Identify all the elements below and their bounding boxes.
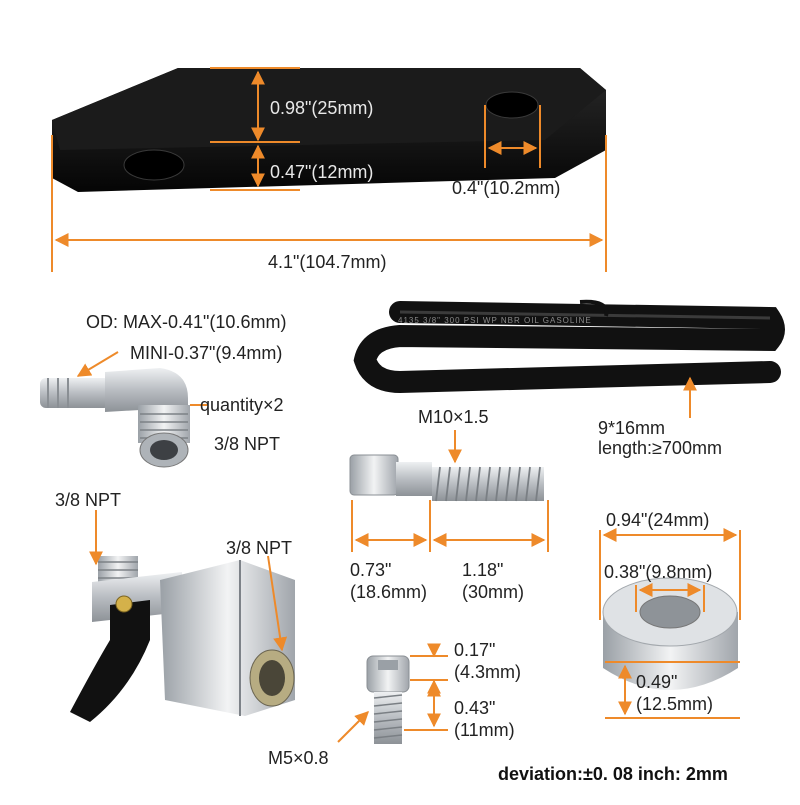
bracket-hole-left — [123, 149, 185, 181]
spacer-height-label-1: 0.49" — [636, 672, 678, 692]
screw-head-label-1: 0.17" — [454, 640, 496, 660]
elbow-fitting — [40, 368, 190, 468]
screw-head-label-2: (4.3mm) — [454, 662, 521, 682]
bolt-dimensions — [351, 430, 549, 552]
bracket-dimensions — [51, 67, 607, 272]
fitting-thread-label: 3/8 NPT — [214, 434, 281, 454]
screw-shank-label-1: 0.43" — [454, 698, 496, 718]
fitting-dimensions — [76, 351, 208, 406]
bracket-hole-diameter-label: 0.4"(10.2mm) — [452, 178, 561, 198]
bolt-thread-label: M10×1.5 — [418, 407, 489, 427]
screw-thread-label: M5×0.8 — [268, 748, 329, 768]
screw-dimensions — [337, 643, 448, 743]
hose-length-label: length:≥700mm — [598, 438, 722, 458]
spacer-height-label-2: (12.5mm) — [636, 694, 714, 714]
bolt-shank-label-2: (30mm) — [462, 582, 524, 602]
hose-size-label: 9*16mm — [598, 418, 666, 438]
fitting-od-min-label: MINI-0.37"(9.4mm) — [130, 343, 283, 363]
spacer-id-label: 0.38"(9.8mm) — [604, 562, 713, 582]
bracket-length-label: 4.1"(104.7mm) — [268, 252, 387, 272]
bolt — [349, 454, 544, 502]
rubber-hose — [353, 299, 785, 394]
ball-valve — [70, 556, 295, 722]
bolt-head-label-1: 0.73" — [350, 560, 392, 580]
valve-thread-side-label: 3/8 NPT — [226, 538, 293, 558]
spacer-dimensions — [599, 528, 741, 719]
spacer-od-label: 0.94"(24mm) — [606, 510, 710, 530]
valve-dimensions — [89, 510, 288, 652]
bolt-head-label-2: (18.6mm) — [350, 582, 428, 602]
screw-shank-label-2: (11mm) — [454, 720, 515, 740]
bracket-hole-offset-label: 0.47"(12mm) — [270, 162, 374, 182]
fitting-od-max-label: OD: MAX-0.41"(10.6mm) — [86, 312, 287, 332]
hose-print-text: 4135 3/8" 300 PSI WP NBR OIL GASOLINE — [398, 316, 592, 325]
fitting-quantity-label: quantity×2 — [200, 395, 284, 415]
bracket-height-label: 0.98"(25mm) — [270, 98, 374, 118]
deviation-note: deviation:±0. 08 inch: 2mm — [498, 764, 728, 784]
bracket — [52, 68, 606, 192]
bolt-shank-label-1: 1.18" — [462, 560, 504, 580]
socket-screw — [366, 655, 410, 744]
bracket-hole-right — [485, 91, 539, 119]
valve-thread-top-label: 3/8 NPT — [55, 490, 122, 510]
